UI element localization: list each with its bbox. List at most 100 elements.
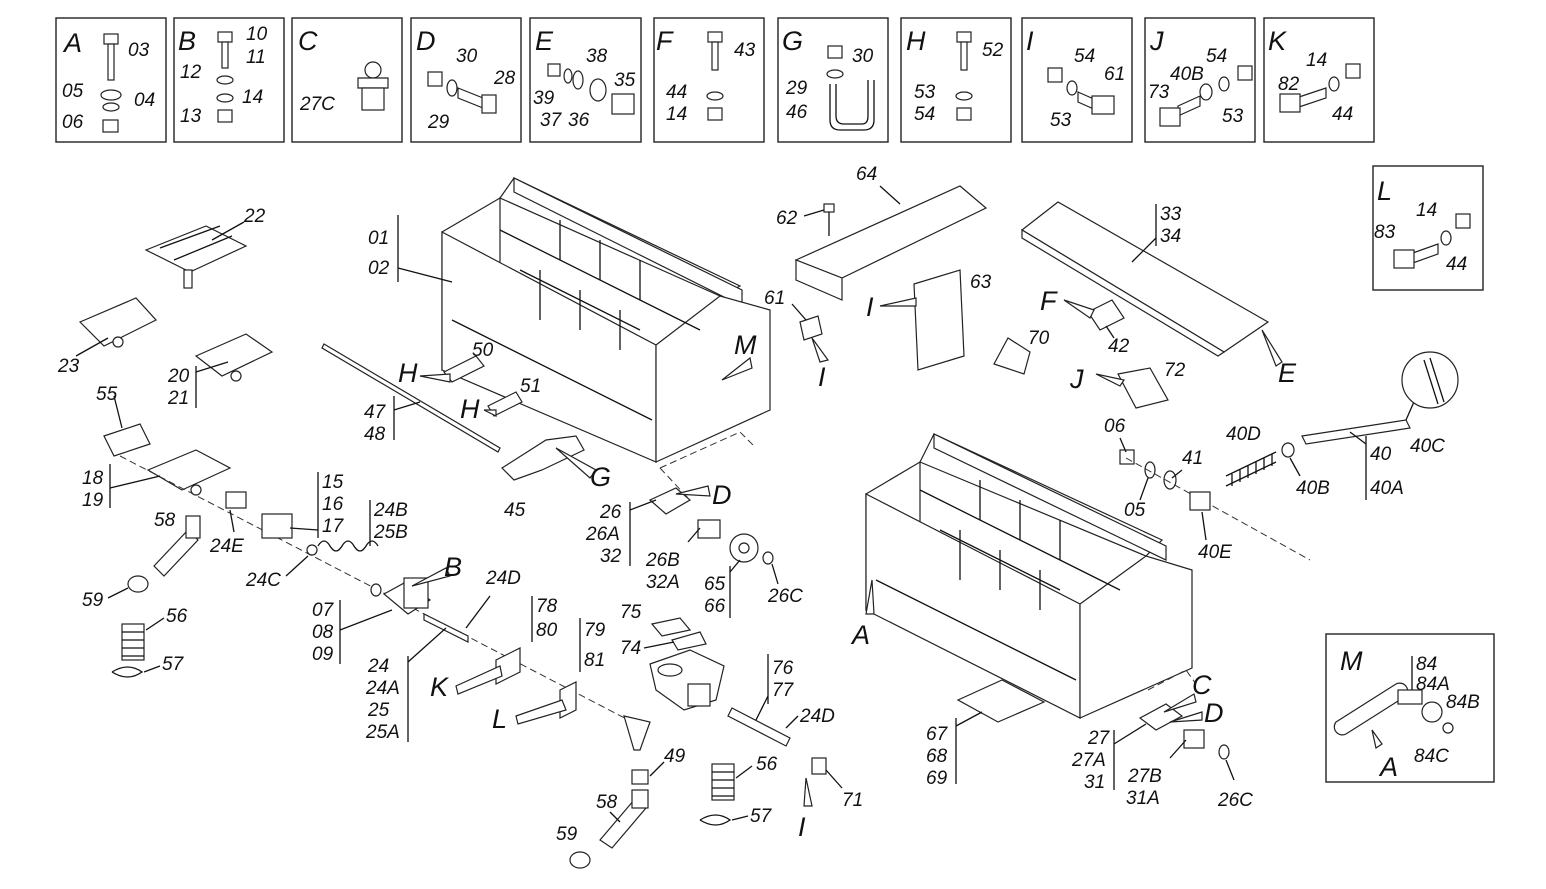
callout-label: 23 bbox=[57, 356, 80, 377]
part-number: 14 bbox=[666, 104, 687, 125]
fitting-71 bbox=[811, 757, 827, 775]
callout-label: 05 bbox=[1124, 500, 1146, 521]
part-number: 84B bbox=[1446, 692, 1480, 713]
callout-label: 70 bbox=[1028, 328, 1050, 349]
coupling-15 bbox=[261, 513, 293, 539]
part-number: 73 bbox=[1148, 82, 1170, 103]
elbow-58b bbox=[599, 789, 649, 849]
callout-label: 69 bbox=[926, 768, 948, 789]
callout-label: 26C bbox=[767, 586, 803, 607]
reference-letter: F bbox=[1040, 286, 1058, 316]
callout-label: 19 bbox=[82, 490, 104, 511]
callout-label: 26B bbox=[645, 550, 680, 571]
part-number: 61 bbox=[1104, 64, 1125, 85]
part-number: 83 bbox=[1374, 222, 1396, 243]
detail-box-c: C 27C bbox=[291, 17, 403, 143]
callout-label: 32A bbox=[646, 572, 680, 593]
part-number: 84C bbox=[1414, 746, 1449, 767]
detail-box-m: M 84 84A 84B 84C A bbox=[1325, 633, 1495, 783]
callout-label: 40D bbox=[1226, 424, 1261, 445]
box-letter: D bbox=[416, 26, 436, 56]
callout-label: 72 bbox=[1164, 360, 1186, 381]
callout-label: 50 bbox=[472, 340, 494, 361]
reference-letter: D bbox=[712, 480, 732, 510]
box-letter: K bbox=[1268, 26, 1287, 56]
hopper-lower bbox=[865, 433, 1193, 719]
plate-67 bbox=[956, 679, 1046, 723]
part-number: 29 bbox=[427, 112, 450, 133]
callout-label: 57 bbox=[750, 806, 773, 827]
part-number: 06 bbox=[62, 112, 84, 133]
part-number: 05 bbox=[62, 81, 84, 102]
part-number: 53 bbox=[1050, 110, 1072, 131]
callout-label: 40E bbox=[1198, 542, 1232, 563]
callout-label: 58 bbox=[154, 510, 176, 531]
part-number: 28 bbox=[493, 68, 516, 89]
callout-label: 25 bbox=[367, 700, 390, 721]
part-number: 10 bbox=[246, 24, 268, 45]
part-number: 43 bbox=[734, 40, 756, 61]
part-number: 36 bbox=[568, 110, 590, 131]
reference-letter: C bbox=[1192, 670, 1212, 700]
callout-label: 71 bbox=[842, 790, 863, 811]
nut-06 bbox=[1119, 449, 1135, 465]
reference-letter: I bbox=[818, 362, 826, 392]
reference-letter: E bbox=[1278, 358, 1297, 388]
reference-letter: I bbox=[866, 292, 874, 322]
part-number: 54 bbox=[914, 104, 935, 125]
part-number: 84 bbox=[1416, 654, 1437, 675]
bushing-26b bbox=[697, 519, 721, 539]
reference-letter: D bbox=[1204, 698, 1224, 728]
part-number: 14 bbox=[1416, 200, 1437, 221]
callout-label: 62 bbox=[776, 208, 798, 229]
callout-label: 08 bbox=[312, 622, 334, 643]
box-letter: L bbox=[1377, 176, 1392, 206]
callout-label: 07 bbox=[312, 600, 335, 621]
part-number: 84A bbox=[1416, 674, 1450, 695]
callout-label: 25A bbox=[365, 722, 400, 743]
washers-05-41 bbox=[1125, 457, 1311, 561]
auger-spring bbox=[306, 540, 382, 597]
callout-label: 24E bbox=[209, 536, 244, 557]
callout-label: 80 bbox=[536, 620, 558, 641]
reference-letter: B bbox=[444, 552, 462, 582]
callout-label: 16 bbox=[322, 494, 344, 515]
reference-letter: L bbox=[492, 704, 507, 734]
callout-label: 24A bbox=[365, 678, 400, 699]
part-number: 38 bbox=[586, 46, 608, 67]
box-letter: H bbox=[906, 26, 926, 56]
part-number: 14 bbox=[1306, 50, 1327, 71]
reference-letter: H bbox=[398, 358, 418, 388]
bearing-07 bbox=[382, 577, 432, 615]
callout-label: 42 bbox=[1108, 336, 1130, 357]
bolt-40e bbox=[1189, 491, 1211, 511]
callout-label: 24D bbox=[799, 706, 835, 727]
callout-label: 66 bbox=[704, 596, 726, 617]
plates-74-75 bbox=[650, 617, 707, 651]
callout-label: 24D bbox=[485, 568, 521, 589]
callout-label: 76 bbox=[772, 658, 794, 679]
detail-box-g: G 30 29 46 bbox=[777, 17, 889, 143]
box-letter: B bbox=[178, 26, 196, 56]
gearbox bbox=[649, 649, 725, 711]
callout-label: 40C bbox=[1410, 436, 1445, 457]
callout-label: 26A bbox=[585, 524, 620, 545]
box-letter: A bbox=[62, 28, 82, 58]
reference-letter: A bbox=[850, 620, 870, 650]
pin-57a bbox=[111, 666, 144, 678]
part-number: 37 bbox=[540, 110, 563, 131]
deflector-70 bbox=[993, 337, 1031, 375]
part-number: 14 bbox=[242, 87, 263, 108]
part-number: 44 bbox=[1446, 254, 1467, 275]
reference-letter: M bbox=[734, 330, 757, 360]
callout-label: 25B bbox=[373, 522, 408, 543]
callout-label: 31 bbox=[1084, 772, 1105, 793]
part-number: 39 bbox=[533, 88, 555, 109]
hopper-upper bbox=[441, 177, 771, 463]
callout-label: 01 bbox=[368, 228, 389, 249]
part-number: 44 bbox=[1332, 104, 1353, 125]
callout-label: 40 bbox=[1370, 444, 1392, 465]
callout-label: 59 bbox=[82, 590, 104, 611]
part-number: 29 bbox=[785, 78, 808, 99]
callout-label: 56 bbox=[166, 606, 188, 627]
